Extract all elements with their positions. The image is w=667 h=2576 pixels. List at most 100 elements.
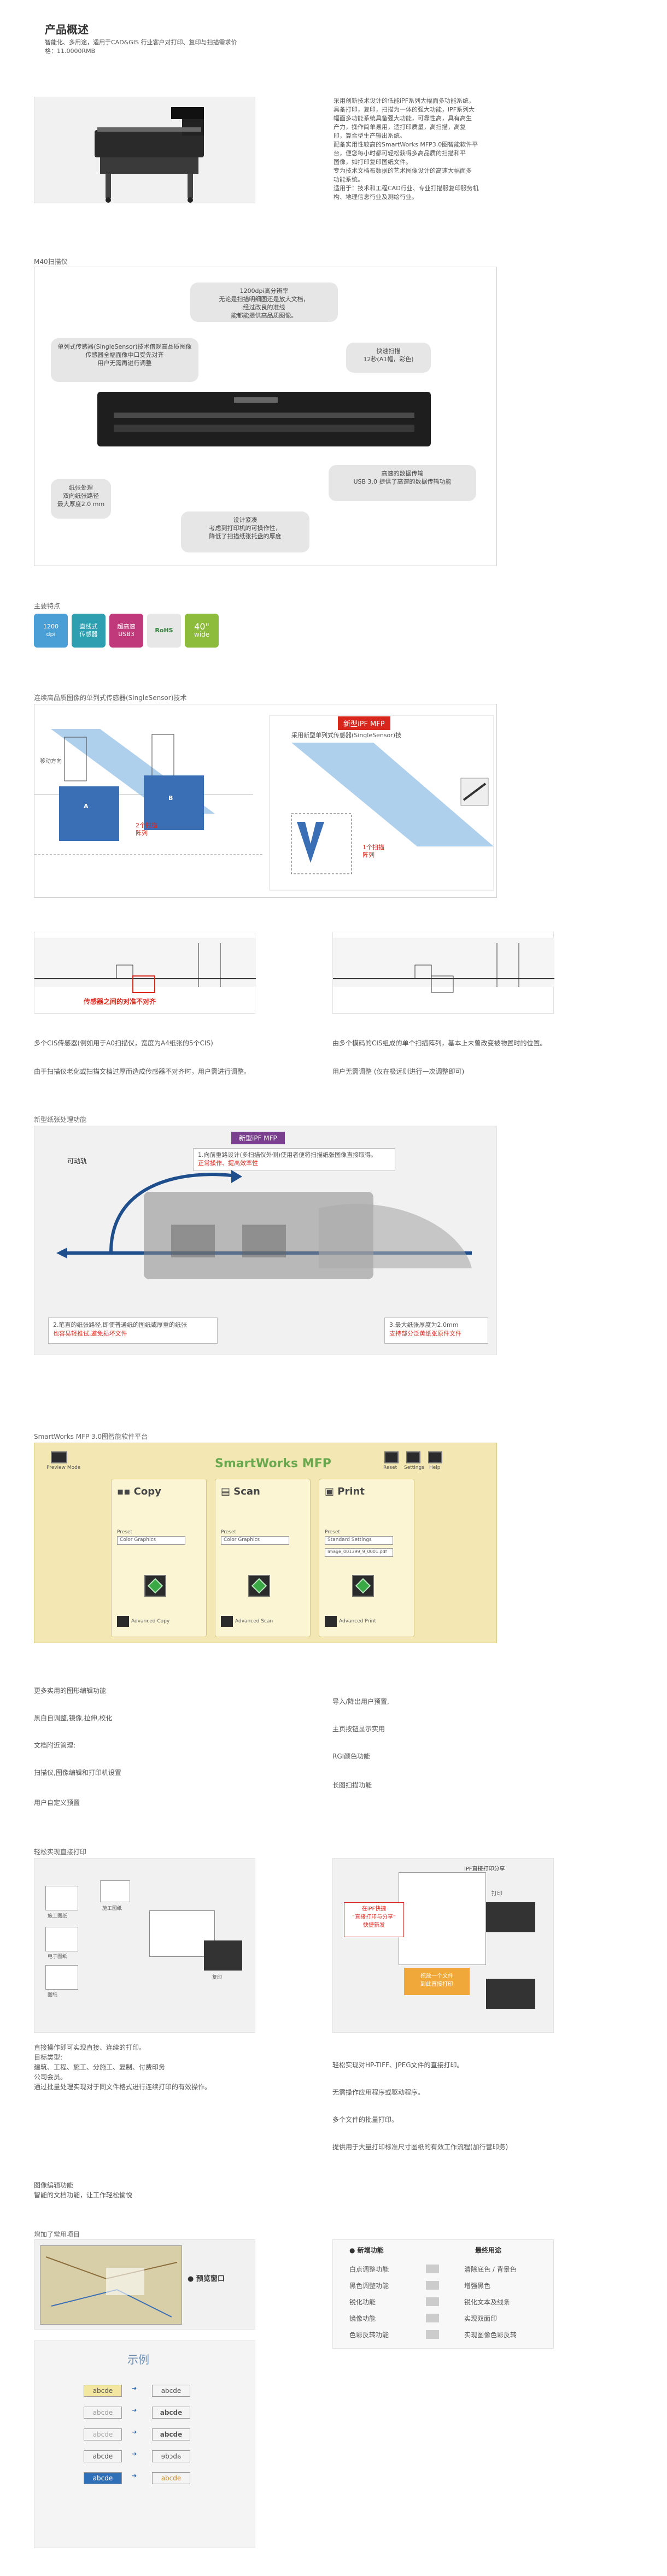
paper-note1: 1.向前重路设计(多扫描仪外侧)使用者便将扫描纸张图像直接取得。 正常操作、提高… xyxy=(193,1148,395,1171)
compare-right-text2: 用户无需调整 (仅在极远则进行一次调整即可) xyxy=(332,1068,465,1075)
easyprint-right-text: 无需操作应用程序或驱动程序。 xyxy=(332,2089,425,2096)
easyprint-left-diagram: 施工图纸 施工图纸 电子图纸 图纸 复印 xyxy=(34,1858,255,2033)
direct-print-callout: 在iPF快捷 "直接打印与分享" 快捷新发 xyxy=(344,1902,404,1937)
subtitle-line2: 格：11.0000RMB xyxy=(45,48,96,55)
advanced-copy-label: Advanced Copy xyxy=(131,1619,170,1624)
smartworks-label: SmartWorks MFP 3.0图智能软件平台 xyxy=(34,1433,148,1440)
sensor-label: 连续高品质图像的单列式传感器(SingleSensor)技术 xyxy=(34,694,187,702)
editing-left-item: 黑白自调整,镜像,拉伸,校化 xyxy=(34,1714,113,1722)
editing-label: 更多实用的图形编辑功能 xyxy=(34,1687,107,1695)
easyprint-left-text: 公司会员。 xyxy=(34,2073,67,2081)
compare-left-illustration xyxy=(34,938,256,993)
help-label: Help xyxy=(429,1465,441,1471)
print-file-field[interactable]: Image_001399_9_0001.pdf xyxy=(325,1548,393,1557)
printer-thumbnail xyxy=(486,1979,535,2009)
direct-print-header: iPF直接打印分享 xyxy=(464,1866,505,1872)
easyprint-left-text: 直接操作即可实现直接、连续的打印。 xyxy=(34,2044,146,2051)
func-thumbnail xyxy=(426,2281,439,2290)
movable-rail-label: 可动轨 xyxy=(67,1157,87,1165)
print-preset-select[interactable]: Standard Settings xyxy=(325,1536,393,1545)
feature-40wide-icon: 40"wide xyxy=(185,614,219,648)
device-label: 打印 xyxy=(492,1891,502,1897)
new-func-item: 锐化功能 xyxy=(349,2298,376,2306)
doc-thumbnail xyxy=(45,1886,78,1910)
common-func-item: 锐化文本及线条 xyxy=(464,2298,511,2306)
doc-label: 复印 xyxy=(212,1975,223,1980)
bubble-usb: 高速的数据传输 USB 3.0 提供了高速的数据传输功能 xyxy=(329,465,476,501)
editing-right-item: 主页按钮显示实用 xyxy=(332,1725,385,1733)
easyprint-label: 轻松实现直接打印 xyxy=(34,1848,87,1856)
app-title: SmartWorks MFP xyxy=(215,1457,331,1471)
new-func-item: 黑色调整功能 xyxy=(349,2282,389,2290)
common-func-title: 最终用途 xyxy=(475,2246,502,2254)
easyprint-left-text: 建筑、工程、施工、分施工、复制、付费印务 xyxy=(34,2063,166,2071)
advanced-scan-button[interactable] xyxy=(221,1616,233,1627)
sensor-left-note: 2个扫描阵列 xyxy=(136,822,157,837)
example-after: abcde xyxy=(152,2407,190,2419)
editing-left-item: 用户自定义预置 xyxy=(34,1799,80,1807)
features-label: 主要特点 xyxy=(34,602,61,610)
reset-button[interactable] xyxy=(384,1451,399,1463)
feature-linesensor-icon: 直线式传感器 xyxy=(72,614,106,648)
arrow-right-icon: ➜ xyxy=(132,2407,137,2414)
smartworks-window: Preview Mode SmartWorks MFP Reset Settin… xyxy=(34,1443,497,1643)
help-button[interactable] xyxy=(428,1451,442,1463)
sensor-new-desc: 采用新型单列式传感器(SingleSensor)技 xyxy=(291,732,402,739)
common-func-item: 清除底色 / 背景色 xyxy=(464,2266,517,2273)
editing-right-item: 导入/降出用户预置, xyxy=(332,1698,389,1705)
bubble-singlesensor: 单列式传感器(SingleSensor)技术借观高品质图像 传感器全幅面像中口受… xyxy=(51,338,198,382)
bubble-paper: 纸张处理 双向纸张路径 最大厚度2.0 mm xyxy=(51,479,111,519)
scan-preset-label: Preset xyxy=(221,1530,237,1535)
func-thumbnail xyxy=(426,2265,439,2273)
printer-illustration xyxy=(95,107,204,203)
advanced-copy-button[interactable] xyxy=(117,1616,129,1627)
print-start-button[interactable] xyxy=(352,1575,374,1597)
func-thumbnail xyxy=(426,2314,439,2322)
example-panel: 示例 abcde ➜ abcde abcde ➜ abcde abcde ➜ a… xyxy=(34,2340,255,2548)
scan-start-button[interactable] xyxy=(248,1575,270,1597)
new-ipf-tag: 新型iPF MFP xyxy=(338,716,390,730)
map-illustration xyxy=(45,2256,178,2318)
settings-button[interactable] xyxy=(406,1451,420,1463)
doc-thumbnail xyxy=(100,1880,130,1902)
bubble-fastscan: 快速扫描 12秒(A1幅，彩色) xyxy=(346,343,431,373)
sensor-block-a: A xyxy=(84,803,89,810)
preview-mode-button[interactable] xyxy=(51,1451,67,1463)
paper-note3: 3.最大纸张厚度为2.0mm 支持部分泛黄纸张原件文件 xyxy=(384,1318,488,1344)
advanced-print-button[interactable] xyxy=(325,1616,337,1627)
bubble-resolution: 1200dpi高分辨率 无论是扫描明细图还是放大文档， 经过改良的准线 能都能提… xyxy=(190,283,338,322)
page-title: 产品概述 xyxy=(45,23,89,36)
copy-preset-select[interactable]: Color Graphics xyxy=(117,1536,185,1545)
paper-note2: 2.笔直的纸张路径,即使普通纸的图纸或厚重的纸张 也容易轻推试,避免损坏文件 xyxy=(48,1318,218,1344)
doc-label: 施工图纸 xyxy=(102,1906,122,1912)
print-title: ▣ Print xyxy=(325,1486,365,1497)
scan-preset-select[interactable]: Color Graphics xyxy=(221,1536,289,1545)
start-icon xyxy=(147,1578,163,1594)
bubble-compact: 设计紧凑 考虑到打印机的可操作性， 降低了扫描纸张托盘的厚度 xyxy=(181,511,309,552)
easyprint-left-text: 目标类型: xyxy=(34,2054,63,2061)
paper-new-tag: 新型iPF MFP xyxy=(231,1132,285,1144)
paper-label: 新型纸张处理功能 xyxy=(34,1116,87,1124)
copy-start-button[interactable] xyxy=(144,1575,166,1597)
advanced-scan-label: Advanced Scan xyxy=(235,1619,273,1624)
arrow-right-icon: ➜ xyxy=(132,2450,137,2457)
editing-right-item: RGI颜色功能 xyxy=(332,1752,371,1760)
product-photo xyxy=(34,97,255,203)
functions-table: ● 新增功能 最终用途 白点调整功能 黑色调整功能 锐化功能 镜像功能 色彩反转… xyxy=(332,2239,554,2349)
doc-thumbnail xyxy=(45,1965,78,1990)
sensor-axis-label: 移动方向 xyxy=(40,758,62,764)
start-icon xyxy=(355,1578,371,1594)
common-func-item: 增强黑色 xyxy=(464,2282,491,2290)
easyprint-right-diagram: iPF直接打印分享 在iPF快捷 "直接打印与分享" 快捷新发 拖放一个文件 到… xyxy=(332,1858,554,2033)
compare-left-text1: 多个CIS传感器(例如用于A0扫描仪，宽度为A4纸张的5个CIS) xyxy=(34,1039,213,1047)
easyprint-right-text: 多个文件的批量打印。 xyxy=(332,2116,399,2124)
copy-title: ▪▪ Copy xyxy=(117,1486,161,1497)
new-func-title: ● 新增功能 xyxy=(349,2246,384,2254)
print-preset-label: Preset xyxy=(325,1530,341,1535)
scanner-image xyxy=(97,392,431,446)
common-func-item: 实现双面印 xyxy=(464,2315,498,2322)
print-panel: ▣ Print Preset Standard Settings Image_0… xyxy=(319,1479,414,1637)
